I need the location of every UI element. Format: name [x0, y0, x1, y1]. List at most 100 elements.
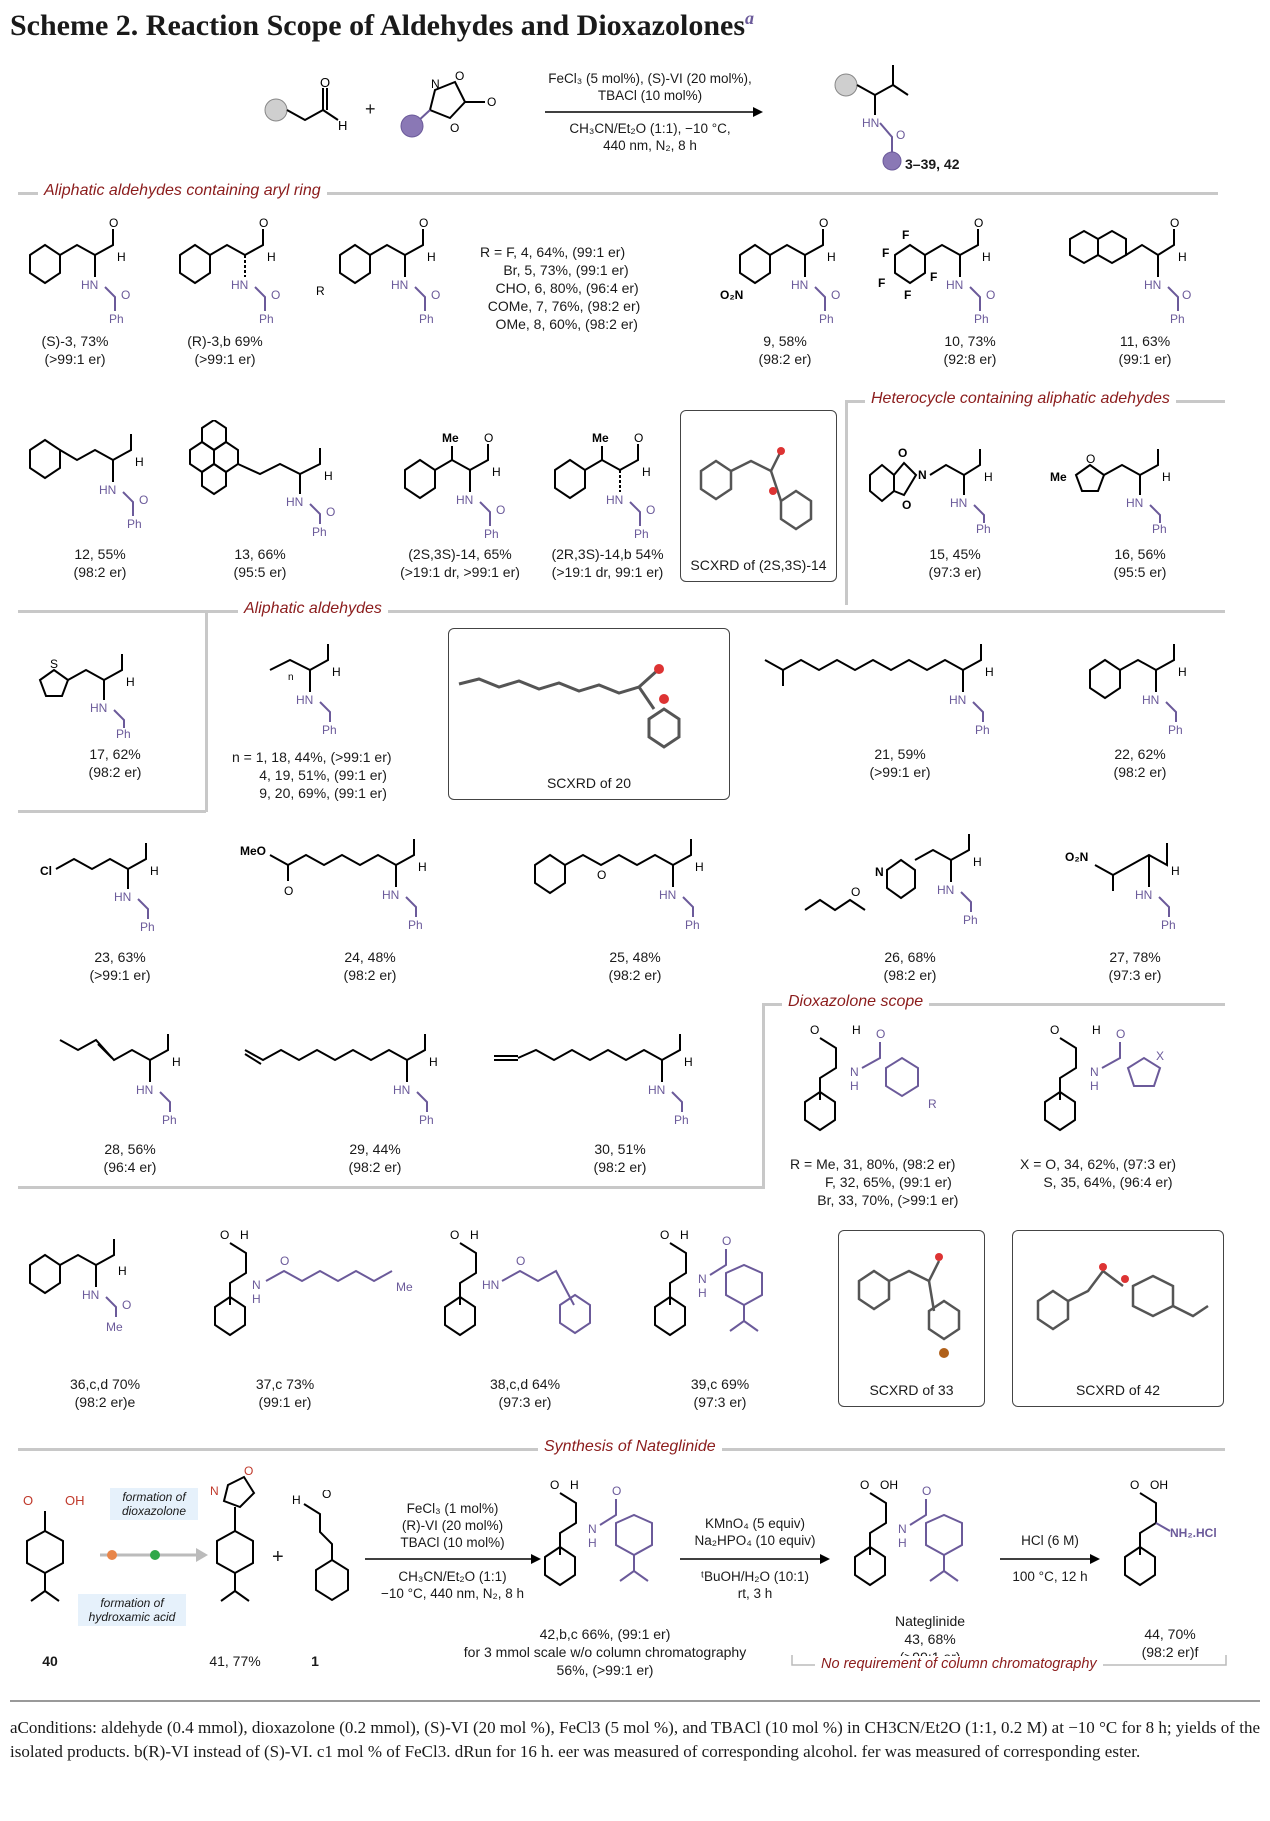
xray-caption-14: SCXRD of (2S,3S)-14: [690, 557, 827, 573]
svg-text:H: H: [827, 250, 836, 264]
svg-text:H: H: [240, 1228, 249, 1242]
xray-image-14: [699, 447, 813, 531]
caption-24: 24, 48% (98:2 er): [343, 949, 397, 983]
structure-10: FF FF F HN HO O Ph: [878, 216, 995, 325]
structure-27: O₂N HN H Ph: [1065, 843, 1180, 932]
structure-25: O HN H Ph: [534, 839, 704, 932]
svg-text:O: O: [322, 1490, 331, 1501]
svg-text:H: H: [150, 864, 159, 878]
svg-text:HN: HN: [296, 693, 313, 707]
svg-text:F: F: [930, 270, 937, 284]
svg-text:O: O: [722, 1234, 731, 1248]
svg-text:O: O: [23, 1493, 33, 1508]
scheme-title: Scheme 2. Reaction Scope of Aldehydes an…: [10, 8, 754, 43]
svg-text:O: O: [121, 288, 130, 302]
svg-text:Cl: Cl: [40, 864, 52, 878]
structure-17: S HN H Ph: [38, 654, 135, 740]
svg-text:O: O: [819, 216, 828, 230]
svg-text:Ph: Ph: [127, 517, 142, 531]
svg-text:H: H: [588, 1536, 597, 1550]
caption-22: 22, 62% (98:2 er): [1113, 746, 1167, 780]
svg-text:O: O: [1170, 216, 1179, 230]
nate-arrow-2: [680, 1554, 830, 1564]
caption-1: 1: [311, 1653, 319, 1669]
nate-arrow-3: [1000, 1554, 1100, 1564]
svg-text:O: O: [986, 288, 995, 302]
structure-9: O₂N HN HO O Ph: [720, 216, 840, 325]
svg-text:H: H: [984, 470, 993, 484]
xray-box-20: SCXRD of 20: [448, 628, 730, 800]
svg-text:Ph: Ph: [259, 312, 274, 325]
svg-text:Ph: Ph: [109, 312, 124, 325]
caption-10: 10, 73% (92:8 er): [943, 333, 997, 367]
caption-40: 40: [42, 1653, 58, 1669]
svg-text:HN: HN: [382, 888, 399, 902]
svg-text:MeO: MeO: [240, 844, 266, 858]
section-diox: Dioxazolone scope: [762, 993, 1225, 1015]
svg-text:N: N: [918, 468, 927, 482]
svg-text:Ph: Ph: [140, 920, 155, 934]
svg-text:N: N: [898, 1522, 907, 1536]
structure-13: HN H O Ph: [189, 420, 335, 539]
svg-text:R: R: [928, 1097, 937, 1111]
svg-text:HN: HN: [648, 1083, 665, 1097]
svg-text:H: H: [698, 1286, 707, 1300]
svg-text:Ph: Ph: [976, 522, 991, 535]
section-hetero-label: Heterocycle containing aliphatic adehyde…: [865, 390, 1176, 408]
svg-text:HN: HN: [862, 116, 879, 130]
svg-text:NH₂.HCl: NH₂.HCl: [1170, 1526, 1217, 1540]
svg-text:HN: HN: [1135, 888, 1152, 902]
header-dioxazolone-structure: NO OO: [400, 69, 496, 138]
formation-arrow-diagram: [100, 1548, 208, 1562]
svg-text:H: H: [1178, 665, 1187, 679]
no-column-label: No requirement of column chromatography: [815, 1656, 1103, 1672]
svg-text:O: O: [974, 216, 983, 230]
structure-21: HN H Ph: [764, 644, 994, 737]
svg-text:HN: HN: [114, 890, 131, 904]
divider-row5-horizontal: [18, 1186, 765, 1189]
caption-26: 26, 68% (98:2 er): [883, 949, 937, 983]
svg-text:N: N: [850, 1065, 859, 1079]
svg-text:O: O: [898, 446, 907, 460]
title-footnote-mark: a: [745, 8, 754, 28]
svg-text:O: O: [831, 288, 840, 302]
svg-text:Me: Me: [396, 1280, 413, 1294]
section-diox-label: Dioxazolone scope: [782, 993, 930, 1011]
svg-text:O: O: [646, 503, 655, 517]
svg-text:HN: HN: [391, 278, 408, 292]
svg-text:HN: HN: [1142, 693, 1159, 707]
svg-text:O: O: [484, 431, 493, 445]
svg-text:Ph: Ph: [312, 525, 327, 539]
caption-44: 44, 70% (98:2 er)f: [1141, 1626, 1199, 1660]
caption-11: 11, 63% (99:1 er): [1118, 333, 1172, 367]
svg-text:O: O: [1086, 452, 1095, 466]
svg-text:X: X: [1156, 1049, 1164, 1063]
svg-text:O: O: [244, 1465, 253, 1478]
svg-text:HN: HN: [286, 495, 303, 509]
svg-text:H: H: [898, 1536, 907, 1550]
structure-15: OO N HN H Ph: [869, 446, 993, 535]
r-list-4-8: R = F, 4, 64%, (99:1 er) Br, 5, 73%, (99…: [480, 244, 641, 332]
caption-15: 15, 45% (97:3 er): [928, 546, 982, 580]
svg-text:O: O: [876, 1027, 885, 1041]
svg-text:O₂N: O₂N: [720, 288, 743, 302]
caption-23: 23, 63% (>99:1 er): [89, 949, 151, 983]
nate-cond3-top: HCl (6 M): [1021, 1533, 1079, 1548]
svg-text:OH: OH: [65, 1493, 85, 1508]
xray-box-33: SCXRD of 33: [838, 1230, 985, 1407]
svg-text:HN: HN: [136, 1083, 153, 1097]
section-nate: Synthesis of Nateglinide: [18, 1438, 1225, 1460]
svg-text:Ph: Ph: [634, 527, 649, 540]
structure-40: O OH: [23, 1493, 85, 1602]
svg-text:HN: HN: [950, 496, 967, 510]
svg-text:Ph: Ph: [484, 527, 499, 540]
svg-text:H: H: [985, 665, 994, 679]
xray-box-14: SCXRD of (2S,3S)-14: [680, 410, 837, 582]
svg-text:F: F: [904, 288, 911, 302]
svg-text:H: H: [642, 465, 651, 479]
svg-text:O: O: [496, 503, 505, 517]
svg-text:H: H: [427, 250, 436, 264]
